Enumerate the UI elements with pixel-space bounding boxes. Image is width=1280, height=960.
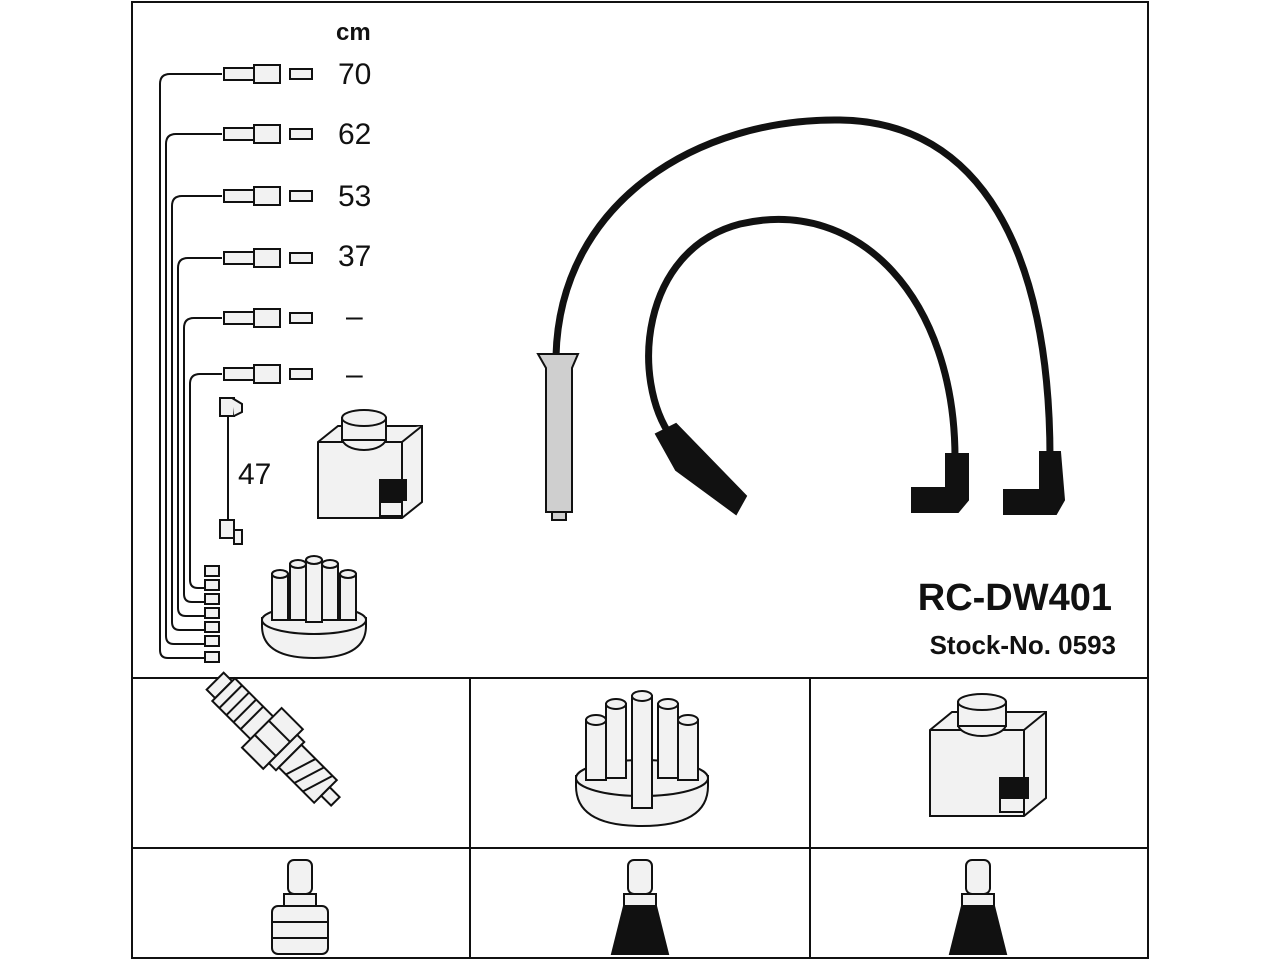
cap-boot-icon <box>610 859 670 955</box>
stock-number: Stock-No. 0593 <box>930 630 1116 660</box>
right-angle-boot-2 <box>1003 451 1066 515</box>
wire-row-3: 53 <box>171 180 371 631</box>
coil-wire: 47 <box>219 397 271 545</box>
coil-boot-icon <box>948 859 1008 955</box>
plug-boot-icon <box>271 859 329 955</box>
right-angle-boot-1 <box>911 453 969 513</box>
unit-label: cm <box>336 19 371 46</box>
wire-length-label: 70 <box>338 58 371 91</box>
wire-row-6: – <box>189 358 363 589</box>
wire-length-label: 37 <box>338 240 371 273</box>
wire-row-1: 70 <box>159 58 371 659</box>
spark-plug-icon <box>205 671 342 808</box>
distributor-cap-icon <box>575 690 709 828</box>
wire-length-label: 62 <box>338 118 371 151</box>
wire-row-2: 62 <box>165 118 371 645</box>
wire-length-label: – <box>346 300 363 333</box>
model-number: RC-DW401 <box>918 577 1112 619</box>
ignition-coil-icon <box>317 409 423 519</box>
distributor-cap-icon <box>261 555 367 660</box>
diagram-frame <box>131 1 1149 959</box>
terminal-stack <box>204 565 220 663</box>
plug-boot-icon <box>536 353 580 513</box>
bent-boot <box>654 422 748 516</box>
wire-length-label: 53 <box>338 180 371 213</box>
wire-row-4: 37 <box>177 240 371 617</box>
coil-wire-length-label: 47 <box>238 458 271 491</box>
ignition-coil-icon <box>929 693 1047 817</box>
wire-length-label: – <box>346 358 363 391</box>
cable-illustration <box>536 116 1066 521</box>
wire-row-5: – <box>183 300 363 603</box>
wire-set-schematic: 70 62 53 37 – – <box>159 58 371 663</box>
